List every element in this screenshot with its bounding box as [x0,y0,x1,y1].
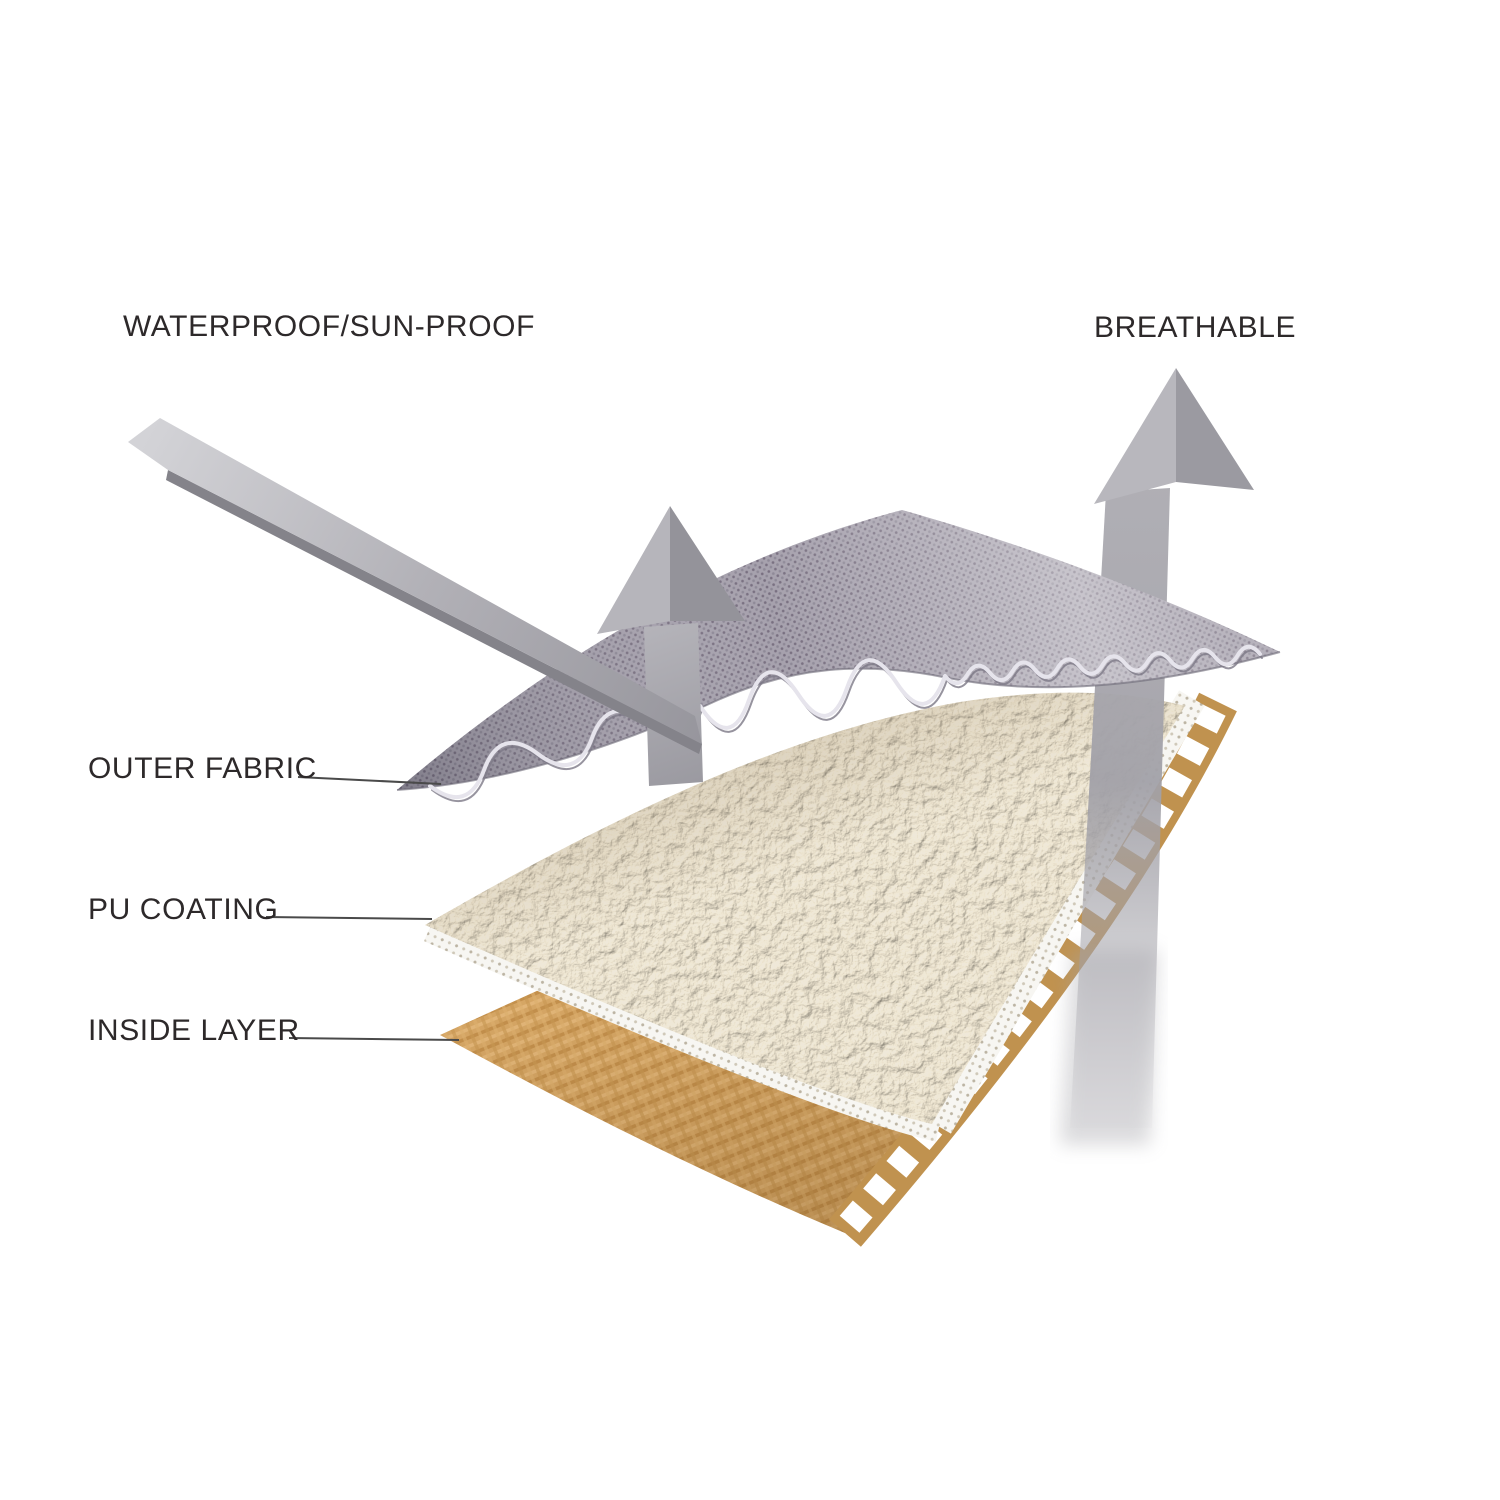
filmstrip-edge-band [829,692,1237,1247]
fleece-shading [425,692,1185,1124]
outer-fabric-label: OUTER FABRIC [88,752,317,785]
leader-line-inside-layer [288,1037,460,1041]
breathable-arrow-head-left [1094,368,1176,504]
breathable-arrow-head-right [1176,368,1254,490]
coil-shadow-right [946,649,1263,689]
filmstrip-edge-holes [838,704,1226,1235]
reflection-arrow-head-right [670,506,745,621]
breathable-label: BREATHABLE [1094,311,1297,344]
waterproof-sunproof-label: WATERPROOF/SUN-PROOF [123,310,535,343]
coil-mid [698,658,947,730]
outer-fabric-sheen [397,510,1280,790]
incident-ray-underside [166,470,702,754]
incident-ray-beam [128,418,702,754]
leader-line-outer-fabric [297,776,442,785]
outer-fabric-layer [396,510,1281,803]
pu-coating-front-edge [423,922,941,1142]
pu-coating-label: PU COATING [88,893,279,926]
reflection-arrow-head-left [597,506,670,634]
incident-ray-body [128,418,702,744]
inside-layer-label: INSIDE LAYER [88,1014,300,1047]
leader-line-pu-coating [265,916,433,920]
outer-fabric-front-edge [396,651,1281,791]
fleece-middle-layer [425,692,1185,1124]
coil-right [943,644,1262,686]
